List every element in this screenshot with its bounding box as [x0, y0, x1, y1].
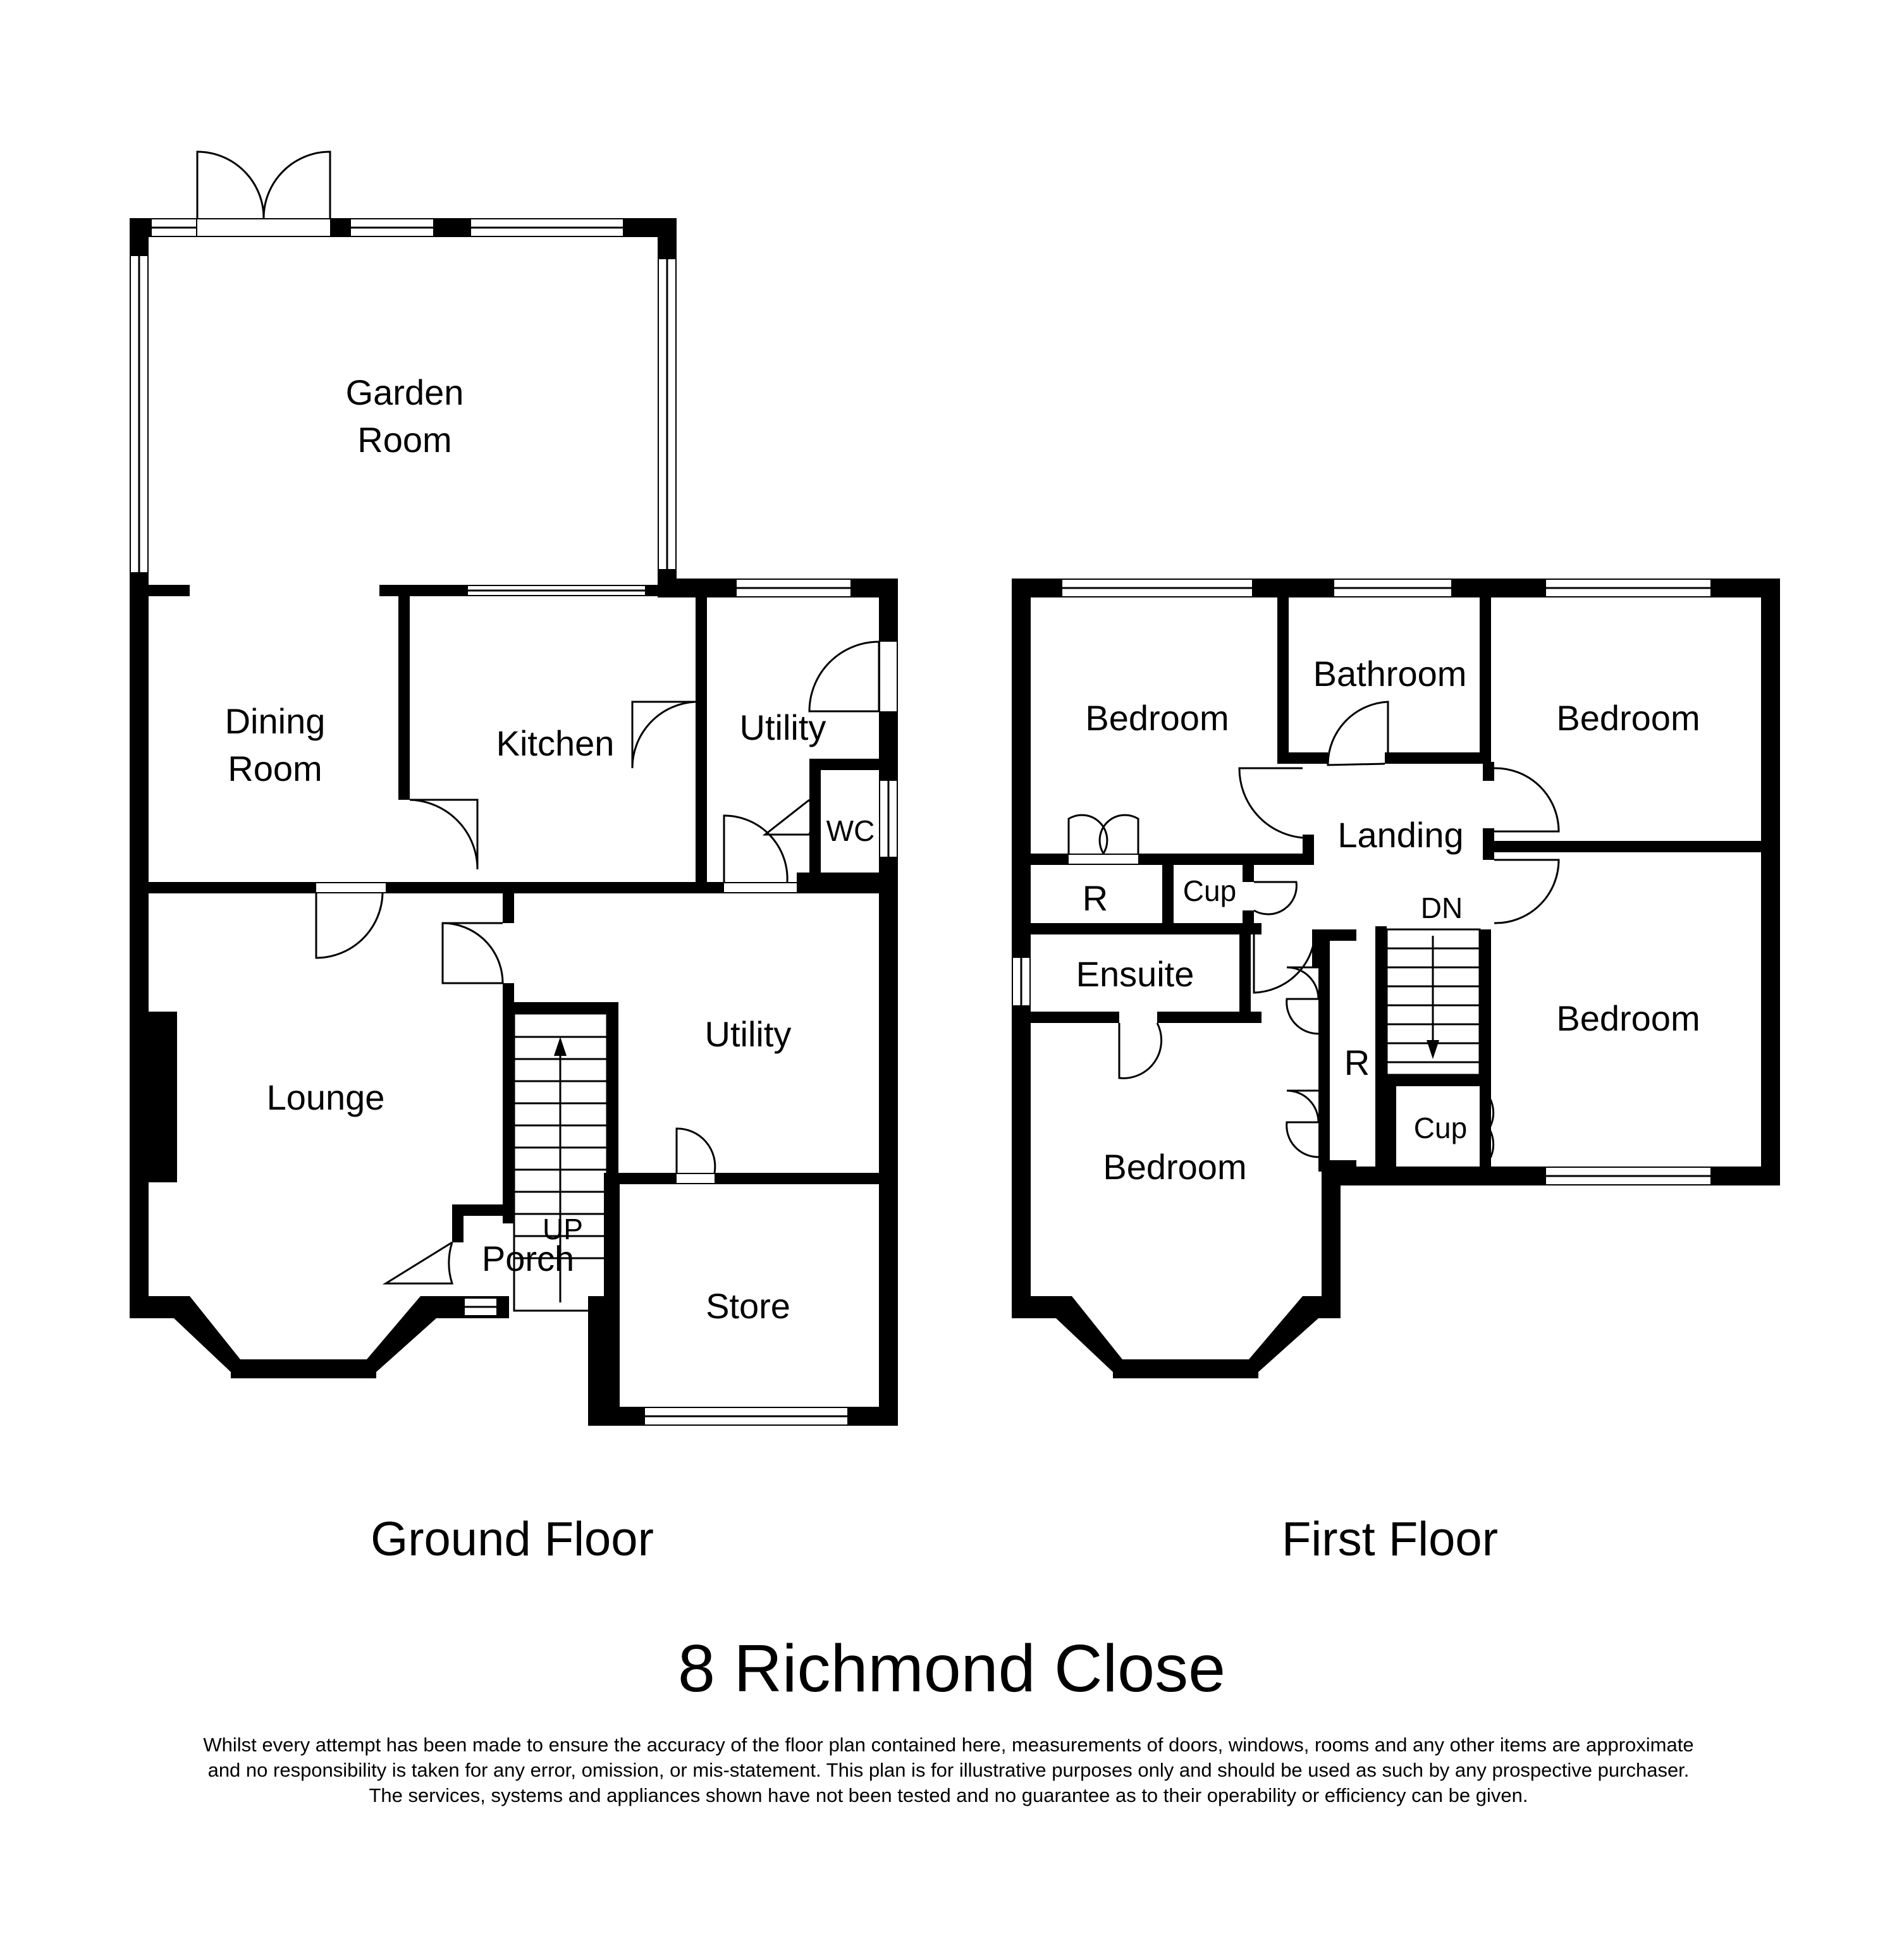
door: [315, 893, 384, 959]
floor-title-first: First Floor: [1282, 1512, 1498, 1566]
floor-title-ground: Ground Floor: [371, 1512, 654, 1566]
door: [441, 922, 504, 984]
disclaimer-line: Whilst every attempt has been made to en…: [203, 1734, 1694, 1756]
room-label-utility: Utility: [740, 707, 826, 747]
room-label-garden-room: Garden: [346, 372, 464, 412]
door: [382, 1241, 454, 1285]
room-label-bathroom: Bathroom: [1313, 654, 1467, 694]
door-opening: [880, 642, 897, 711]
room-label-bedroom: Bedroom: [1103, 1147, 1246, 1187]
stair-label-up: UP: [543, 1213, 583, 1246]
room-label-cup: Cup: [1414, 1112, 1467, 1144]
room-label-bedroom: Bedroom: [1556, 698, 1700, 738]
room-label-landing: Landing: [1337, 815, 1463, 855]
disclaimer-line: The services, systems and appliances sho…: [369, 1784, 1528, 1806]
door: [409, 799, 479, 870]
room-label-store: Store: [706, 1286, 790, 1326]
room-label-dining-room: Room: [228, 749, 322, 788]
ground-floor-plan: Garden Room Dining Room Kitchen Utility …: [130, 150, 898, 1566]
door: [1118, 1022, 1163, 1079]
door: [762, 799, 814, 836]
staircase-down: [1385, 928, 1481, 1076]
disclaimer: Whilst every attempt has been made to en…: [95, 1732, 1802, 1808]
door: [1488, 1096, 1495, 1161]
room-label-garden-room: Room: [357, 420, 451, 460]
property-address: 8 Richmond Close: [678, 1631, 1225, 1706]
room-label-ensuite: Ensuite: [1076, 954, 1194, 994]
room-label-lounge: Lounge: [267, 1077, 385, 1117]
room-label-bedroom: Bedroom: [1556, 998, 1700, 1038]
door: [1253, 929, 1317, 994]
door: [1238, 767, 1303, 839]
room-label-bedroom: Bedroom: [1085, 698, 1229, 738]
door: [631, 701, 696, 769]
door: [1067, 814, 1139, 854]
french-door: [196, 150, 265, 219]
door: [1327, 701, 1389, 766]
room-label-cup: Cup: [1183, 874, 1236, 907]
door: [1494, 859, 1560, 924]
door: [1253, 881, 1298, 916]
room-label-porch: Porch: [482, 1239, 574, 1278]
door: [1494, 767, 1560, 833]
room-label-dining-room: Dining: [225, 701, 326, 741]
room-label-utility: Utility: [705, 1014, 792, 1054]
door: [675, 1127, 716, 1173]
first-floor-plan: Bedroom Bathroom Bedroom Landing R Cup D…: [1012, 579, 1780, 1566]
stair-label-dn: DN: [1421, 891, 1463, 924]
room-label-robe: R: [1344, 1043, 1370, 1082]
room-label-kitchen: Kitchen: [496, 723, 615, 763]
disclaimer-line: and no responsibility is taken for any e…: [207, 1759, 1690, 1781]
door: [808, 640, 880, 713]
french-door: [262, 150, 331, 219]
door: [1286, 966, 1320, 1158]
staircase-up: [513, 1012, 608, 1312]
room-label-robe: R: [1083, 878, 1108, 918]
room-label-wc: WC: [826, 814, 875, 847]
